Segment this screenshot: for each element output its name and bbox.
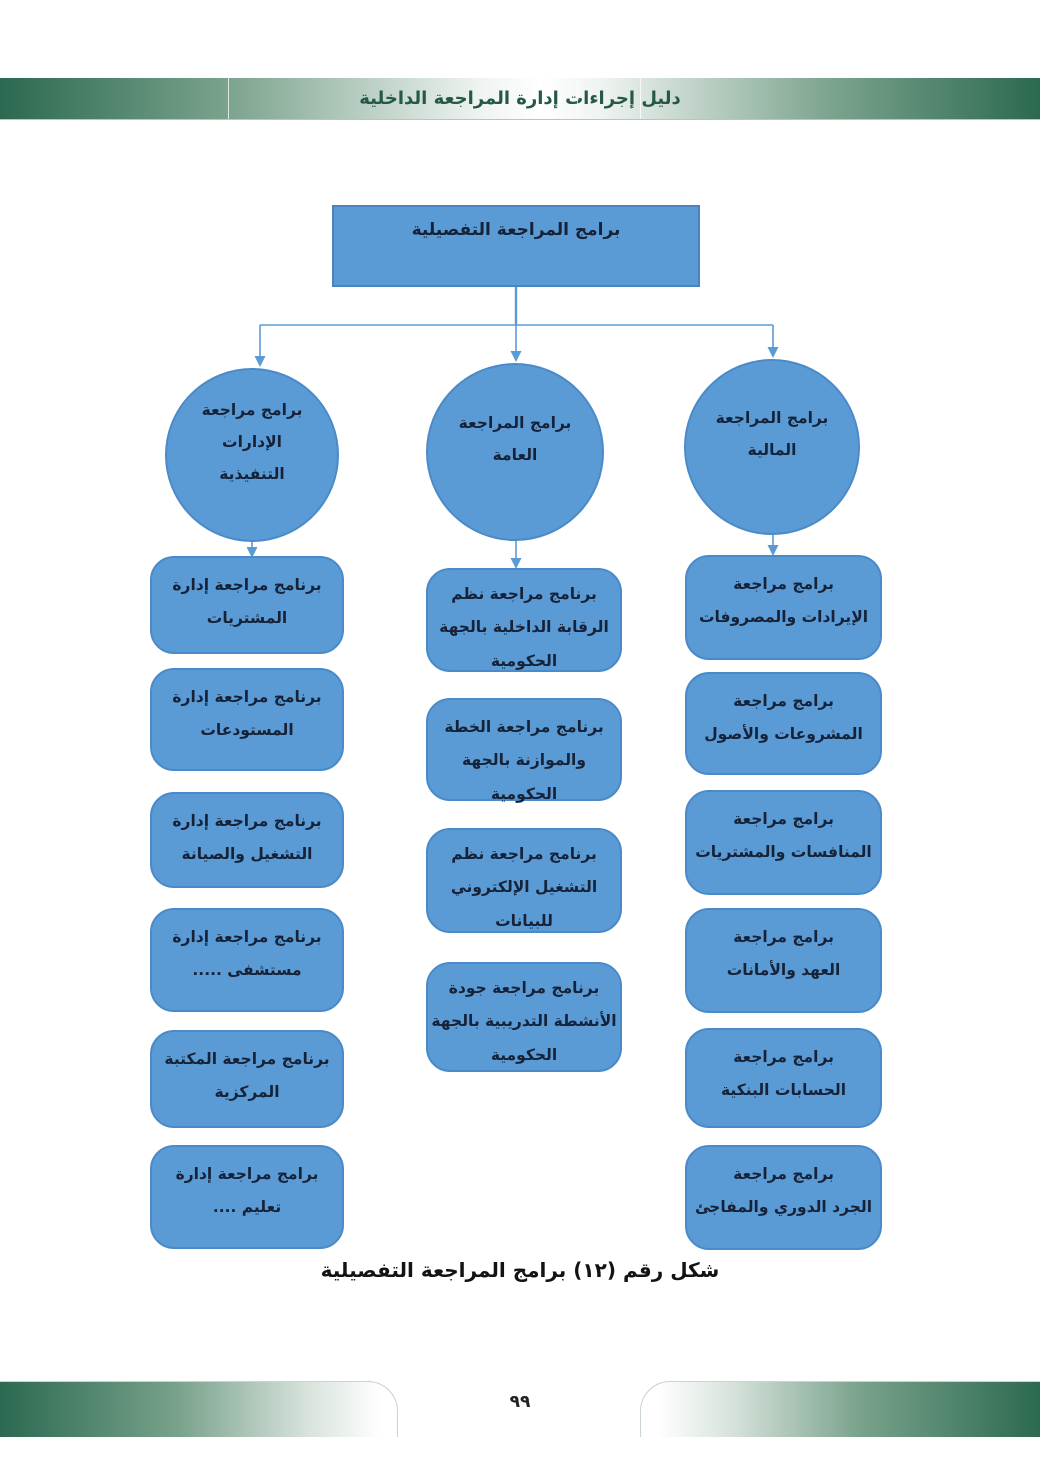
document-title: دليل إجراءات إدارة المراجعة الداخلية	[359, 88, 681, 109]
footer-decoration-left	[0, 1381, 398, 1437]
figure-caption: شكل رقم (١٢) برامج المراجعة التفصيلية	[320, 1258, 720, 1282]
arrowhead-icon	[510, 351, 522, 362]
root-node-label: برامج المراجعة التفصيلية	[411, 220, 621, 240]
footer-decoration-right	[640, 1381, 1040, 1437]
root-node-detailed-audit-programs: برامج المراجعة التفصيلية	[332, 205, 700, 287]
page-header: دليل إجراءات إدارة المراجعة الداخلية	[0, 78, 1040, 120]
page-number: ٩٩	[509, 1392, 531, 1412]
arrowhead-icon	[767, 347, 779, 358]
arrowhead-icon	[254, 356, 266, 367]
